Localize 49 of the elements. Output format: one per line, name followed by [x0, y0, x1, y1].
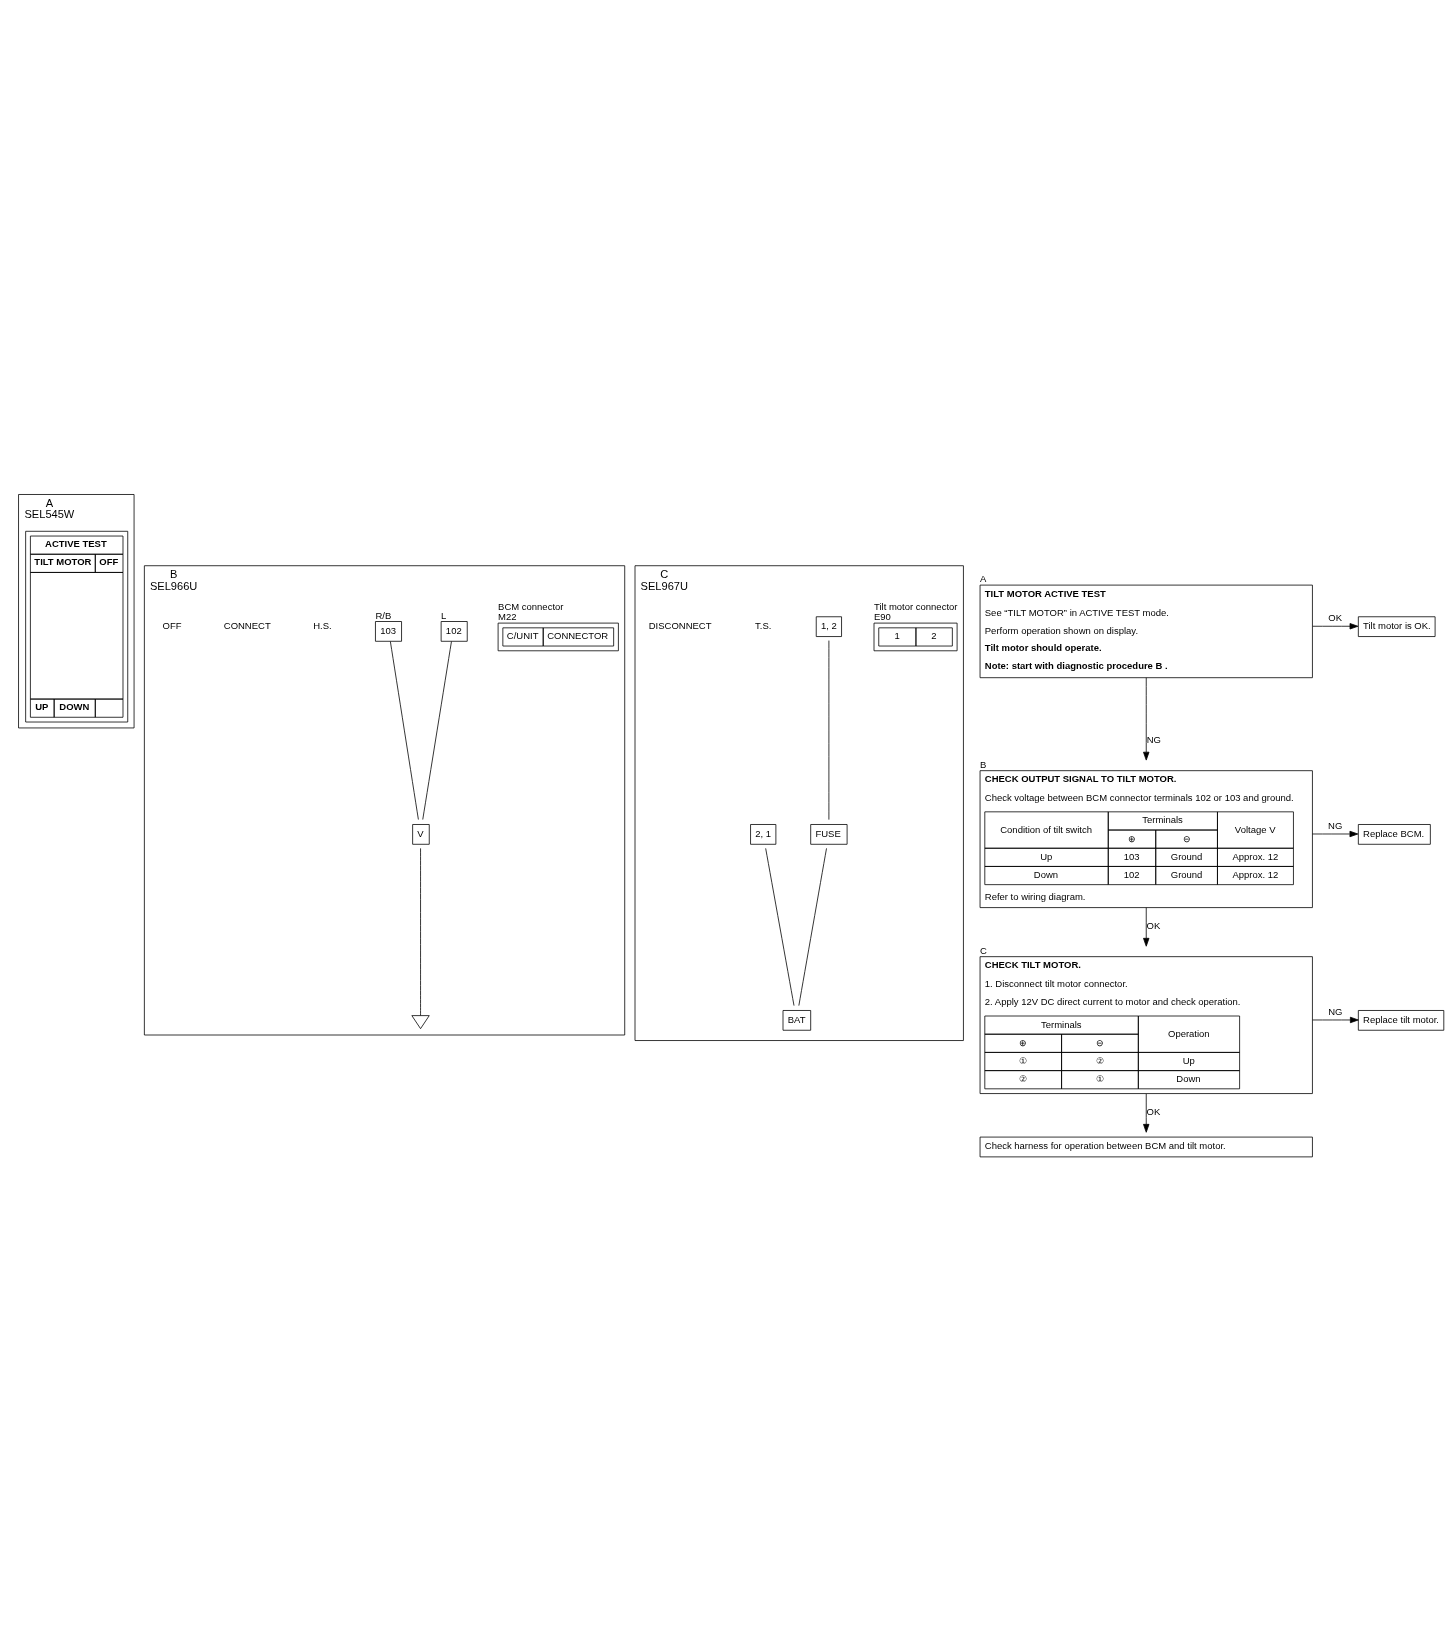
node-label: B	[980, 758, 987, 770]
node-label: A	[980, 572, 987, 584]
arrow	[1312, 622, 1359, 629]
arrow	[1312, 1016, 1359, 1023]
edge-label: OK	[1328, 611, 1343, 623]
arrow	[1312, 830, 1359, 837]
node-box: C/UNIT CONNECTOR	[497, 622, 619, 651]
edge-label: OK	[1146, 1105, 1161, 1117]
label: H.S.	[313, 619, 332, 631]
node-label: Tilt motor connector	[874, 600, 958, 612]
connector	[422, 640, 452, 820]
label: DISCONNECT	[648, 619, 712, 631]
node-label: L	[441, 609, 447, 621]
node-box: Check harness for operation between BCM and tilt motor.	[979, 1136, 1313, 1157]
node-box: FUSE	[810, 823, 848, 845]
edge-label: NG	[1328, 819, 1343, 831]
node-box: 102	[440, 620, 468, 642]
label: OFF	[162, 619, 182, 631]
edge-label: OK	[1146, 919, 1161, 931]
node-label: R/B	[375, 609, 392, 621]
node-triangle	[411, 1014, 430, 1029]
node-box: CHECK TILT MOTOR. 1. Disconnect tilt motor connector. 2. Apply 12V DC direct current to motor and check operation. Terminals Operation ⊕ ⊖ ① ② Up ② ① Down	[979, 955, 1313, 1094]
node-label: E90	[874, 610, 891, 622]
label: T.S.	[755, 619, 772, 631]
connector	[765, 847, 795, 1006]
node-box: 2, 1	[750, 823, 777, 845]
node-box: ACTIVE TEST TILT MOTOR OFF UP DOWN	[25, 530, 129, 722]
node-box: Tilt motor is OK.	[1357, 615, 1436, 637]
node-box: V	[412, 823, 430, 845]
connector	[798, 847, 827, 1006]
edge-label: NG	[1146, 733, 1161, 745]
node-box: TILT MOTOR ACTIVE TEST See “TILT MOTOR” in ACTIVE TEST mode. Perform operation shown on display. Tilt motor should operate. Note: start with diagnostic procedure B .	[979, 584, 1313, 678]
arrow	[1143, 676, 1150, 760]
node-box: 1, 2	[815, 615, 842, 637]
node-box: Replace BCM.	[1357, 823, 1431, 845]
node-box: 1 2	[873, 622, 958, 651]
node-label: M22	[498, 610, 517, 622]
node-box: Replace tilt motor.	[1357, 1009, 1445, 1031]
node-box: BAT	[782, 1009, 812, 1031]
node-label: C	[980, 944, 987, 956]
arrow	[1143, 906, 1150, 947]
connector	[420, 847, 421, 1016]
arrow	[1143, 1092, 1150, 1133]
node-label: BCM connector	[498, 600, 564, 612]
connector	[390, 640, 419, 820]
label: CONNECT	[223, 619, 271, 631]
edge-label: NG	[1328, 1005, 1343, 1017]
node-box: 103	[375, 620, 402, 642]
node-box: CHECK OUTPUT SIGNAL TO TILT MOTOR. Check voltage between BCM connector terminals 102 or 103 and ground. Condition of tilt switch Terminals Voltage V ⊕ ⊖ Up 103 Ground Approx. 12 Down 102 Ground Approx. 12 Refer to wiring diagram.	[979, 769, 1313, 908]
